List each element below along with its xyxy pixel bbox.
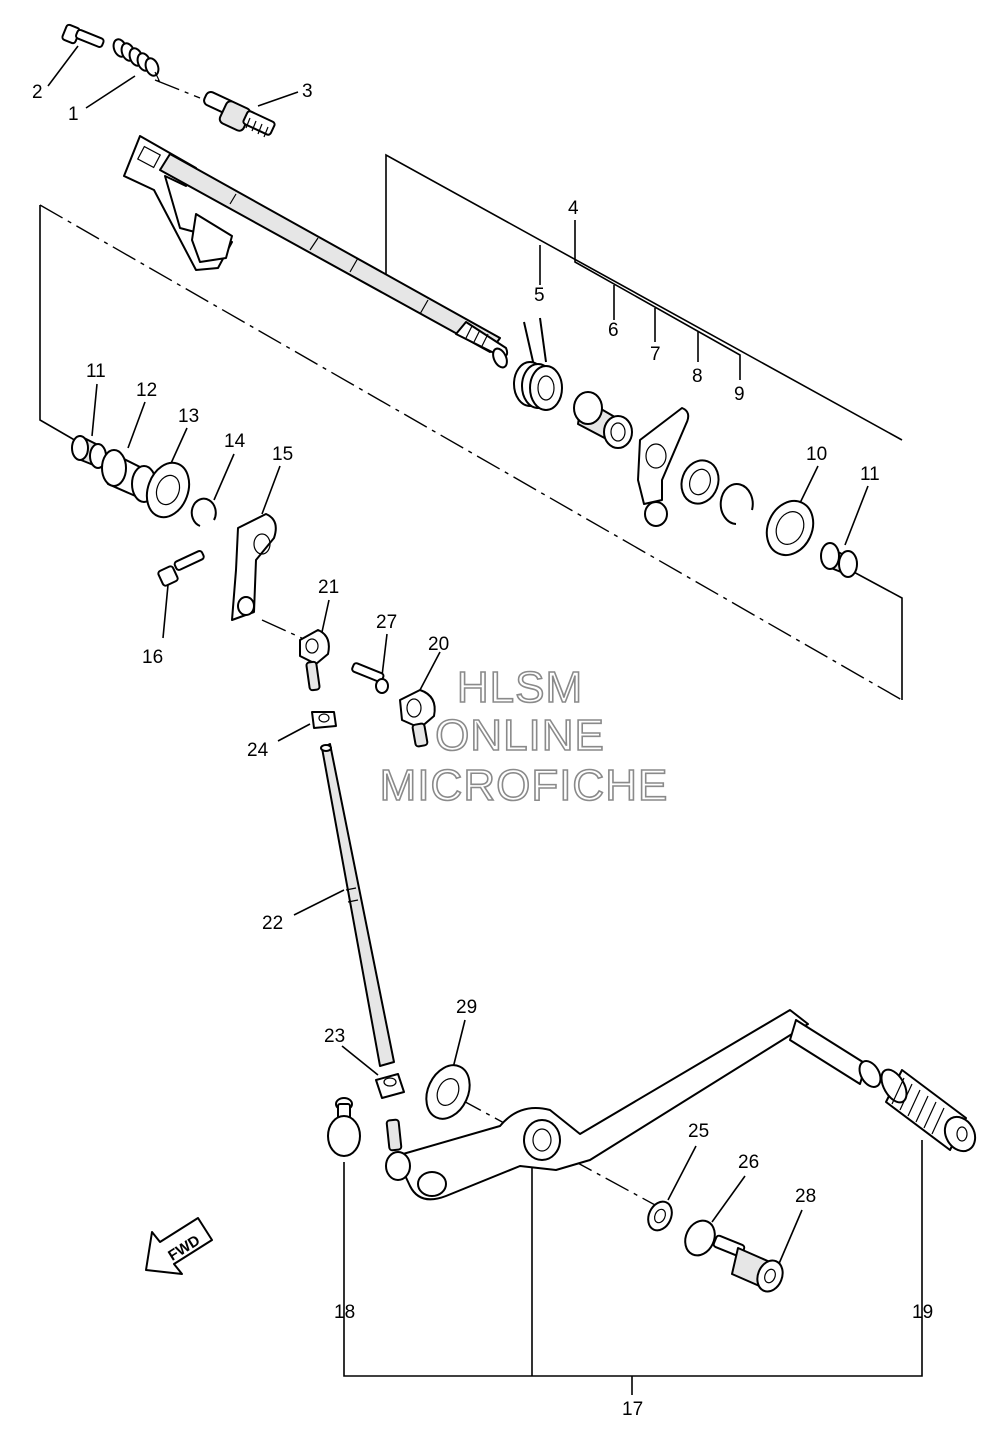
rod-joints <box>299 629 436 748</box>
callout-29: 29 <box>456 997 477 1018</box>
arm-part-15 <box>231 513 277 621</box>
callout-11-left: 11 <box>86 361 106 382</box>
lever-part-7 <box>637 407 690 527</box>
washers-8-9-10 <box>680 459 815 557</box>
callout-2: 2 <box>32 82 43 103</box>
callout-8: 8 <box>692 366 703 387</box>
callout-5: 5 <box>534 285 545 306</box>
callout-26: 26 <box>738 1152 759 1173</box>
callout-16: 16 <box>142 647 163 668</box>
callout-3: 3 <box>302 81 313 102</box>
washer-part-29 <box>425 1064 471 1120</box>
watermark-line-2: ONLINE <box>435 711 605 760</box>
watermark-line-1: HLSM <box>457 663 583 712</box>
callout-21: 21 <box>318 577 339 598</box>
callout-28: 28 <box>795 1186 816 1207</box>
leader-lines <box>47 45 869 1267</box>
bearing-11-right <box>820 542 858 578</box>
callout-18: 18 <box>334 1302 355 1323</box>
rubber-peg-part-19 <box>880 1068 977 1153</box>
watermark: HLSM ONLINE MICROFICHE <box>379 662 669 811</box>
callout-9: 9 <box>734 384 745 405</box>
callout-11-right: 11 <box>860 464 880 485</box>
spring-part-5 <box>513 317 563 411</box>
callout-20: 20 <box>428 634 449 655</box>
callout-6: 6 <box>608 320 619 341</box>
shift-shaft <box>123 135 509 369</box>
callout-22: 22 <box>262 913 283 934</box>
bolt-part-2 <box>61 23 105 48</box>
callout-17: 17 <box>622 1399 643 1420</box>
callout-25: 25 <box>688 1121 709 1142</box>
joint-parts-18-23 <box>327 1073 405 1157</box>
collar-part-6 <box>573 391 633 449</box>
callout-27: 27 <box>376 612 397 633</box>
callout-7: 7 <box>650 344 661 365</box>
callout-23: 23 <box>324 1026 345 1047</box>
callout-4: 4 <box>568 198 579 219</box>
callout-24: 24 <box>247 740 269 761</box>
callout-15: 15 <box>272 444 293 465</box>
bearings-left <box>71 435 217 527</box>
callout-19: 19 <box>912 1302 933 1323</box>
fwd-arrow-icon: FWD <box>145 1217 213 1275</box>
callout-10: 10 <box>806 444 827 465</box>
pedal-fasteners <box>647 1200 784 1293</box>
spring-part-1 <box>112 38 161 83</box>
rod-part-22 <box>320 743 395 1067</box>
stud-part-3 <box>203 90 276 138</box>
bolt-part-16 <box>157 550 205 587</box>
callout-12: 12 <box>136 380 157 401</box>
callout-labels: 1 2 3 4 5 6 7 8 9 10 11 11 12 13 14 15 1… <box>32 81 933 1420</box>
callout-14: 14 <box>224 431 246 452</box>
watermark-line-3: MICROFICHE <box>380 761 669 810</box>
callout-13: 13 <box>178 406 199 427</box>
shift-pedal-part-17 <box>385 1009 882 1201</box>
callout-1: 1 <box>68 104 79 125</box>
